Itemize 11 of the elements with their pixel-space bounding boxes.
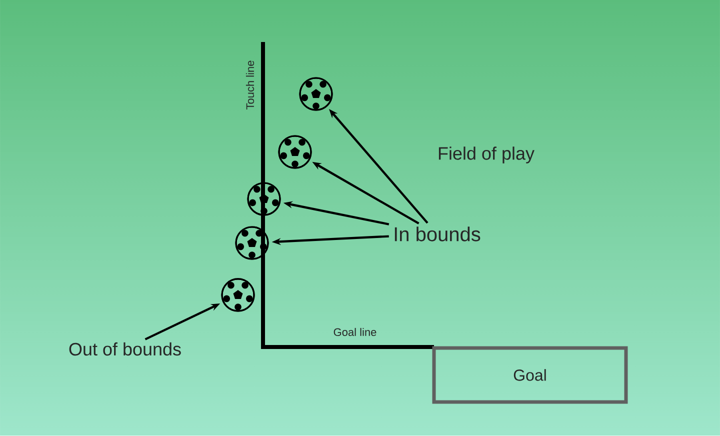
goal-box: Goal <box>432 346 628 404</box>
field-label: Goal line <box>334 328 376 336</box>
field-label: Touch line <box>246 60 254 110</box>
soccer-ball <box>278 135 312 169</box>
soccer-ball <box>235 226 269 260</box>
field-label: Field of play <box>438 146 534 164</box>
text-label: Out of bounds <box>69 342 181 356</box>
soccer-ball <box>247 182 281 216</box>
soccer-ball <box>299 77 333 111</box>
soccer-ball <box>221 278 255 312</box>
text-label: In bounds <box>394 226 480 242</box>
